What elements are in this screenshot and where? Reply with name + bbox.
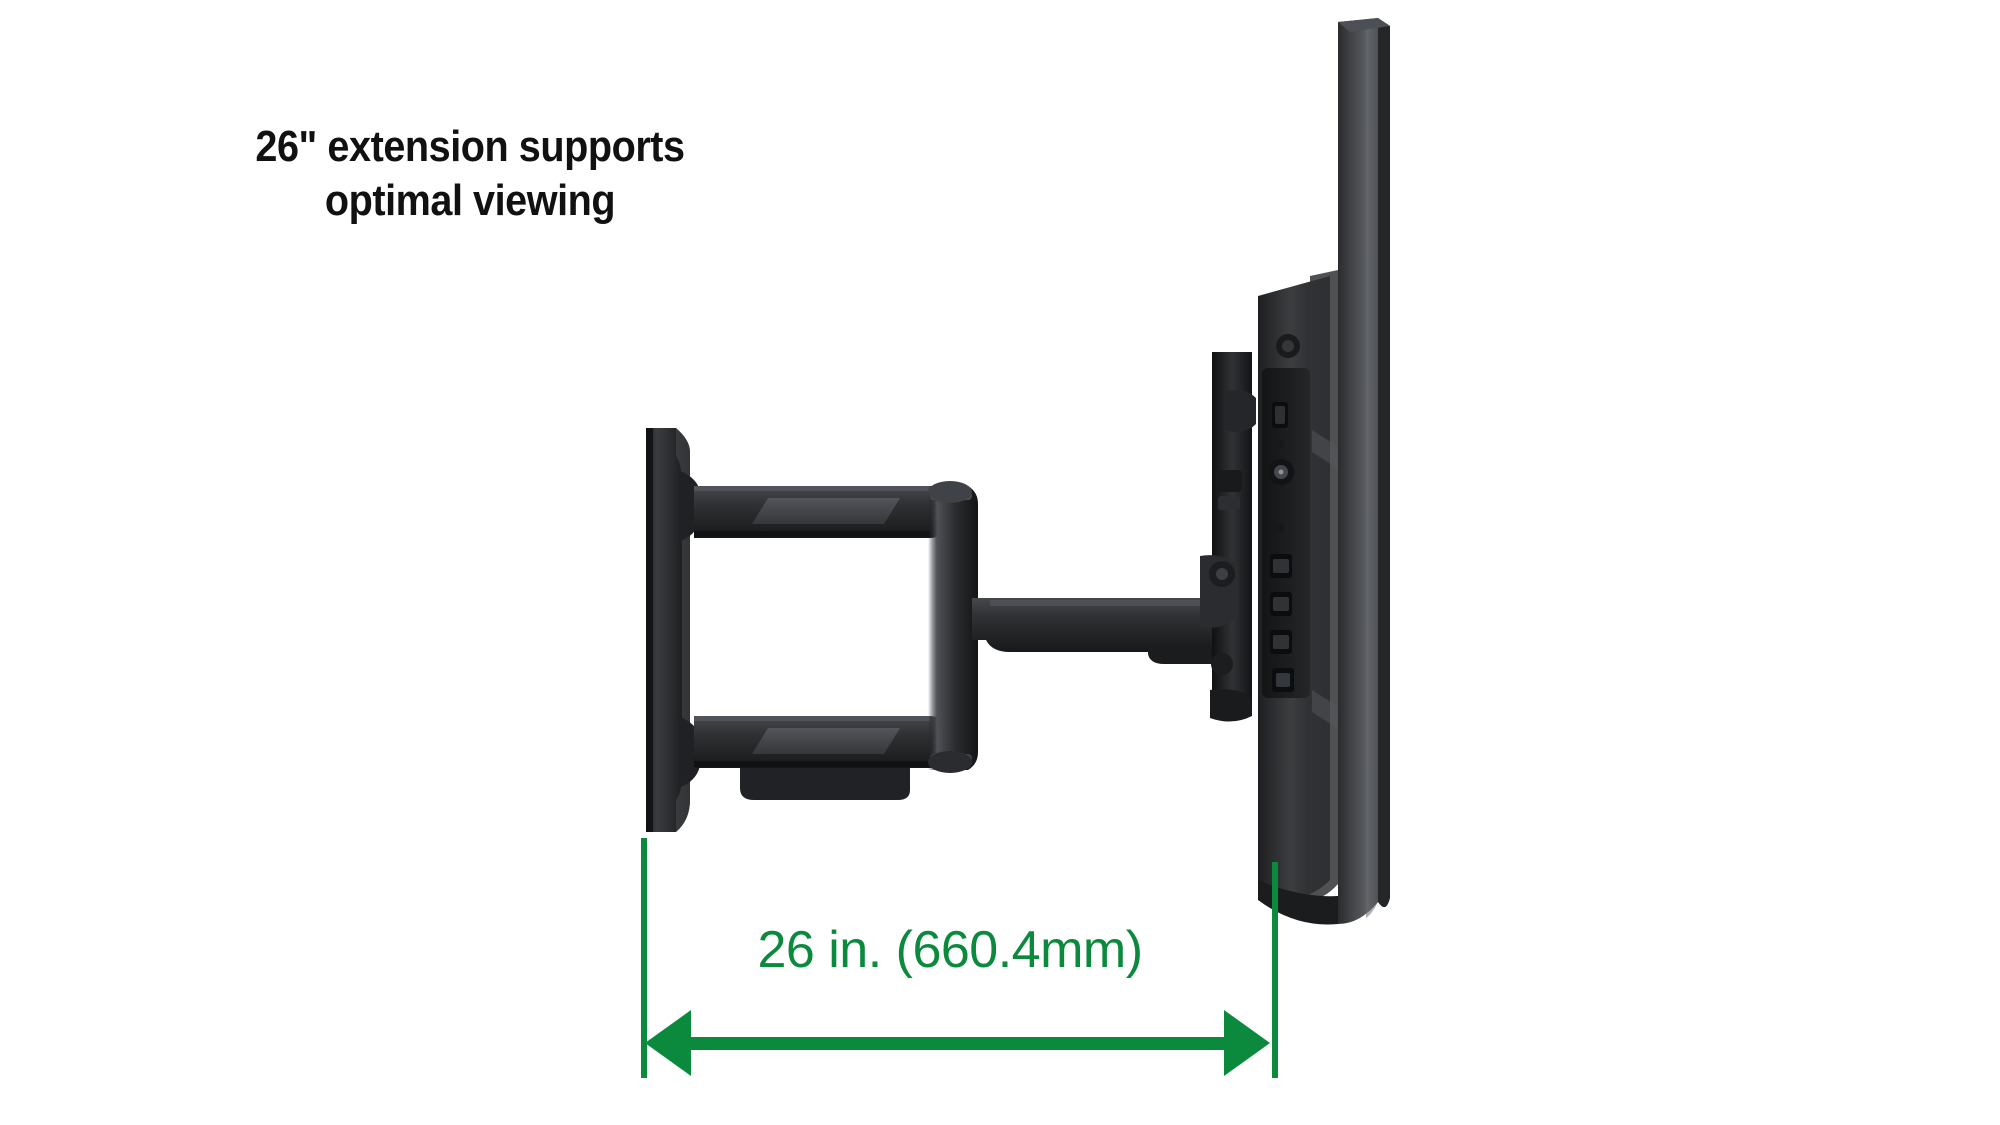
dimension-arrowhead-left — [645, 1010, 691, 1076]
tv-bracket — [1200, 352, 1256, 722]
dimension-arrowhead-right — [1224, 1010, 1270, 1076]
tv-port-usb — [1272, 402, 1288, 428]
upper-articulating-arm — [694, 486, 944, 538]
tv-port-optical-audio — [1272, 668, 1294, 692]
headline-line-2: optimal viewing — [324, 175, 616, 225]
extension-arm-to-tv — [972, 598, 1238, 664]
headline-line-1: 26" extension supports — [255, 122, 685, 171]
extension-line-right — [1272, 862, 1278, 1078]
tv-panel — [1258, 18, 1390, 925]
wall-plate — [646, 428, 700, 832]
extension-line-left — [641, 838, 647, 1078]
headline: 26" extension supports optimal viewing — [182, 120, 758, 227]
vertical-extension-arm — [928, 481, 978, 773]
lower-articulating-arm — [694, 716, 944, 800]
tv-ports-hdmi — [1270, 554, 1292, 654]
dimension-label: 26 in. (660.4mm) — [757, 921, 1143, 979]
dimension-arrow-bar — [661, 1037, 1253, 1050]
tv-port-coaxial — [1268, 459, 1294, 485]
